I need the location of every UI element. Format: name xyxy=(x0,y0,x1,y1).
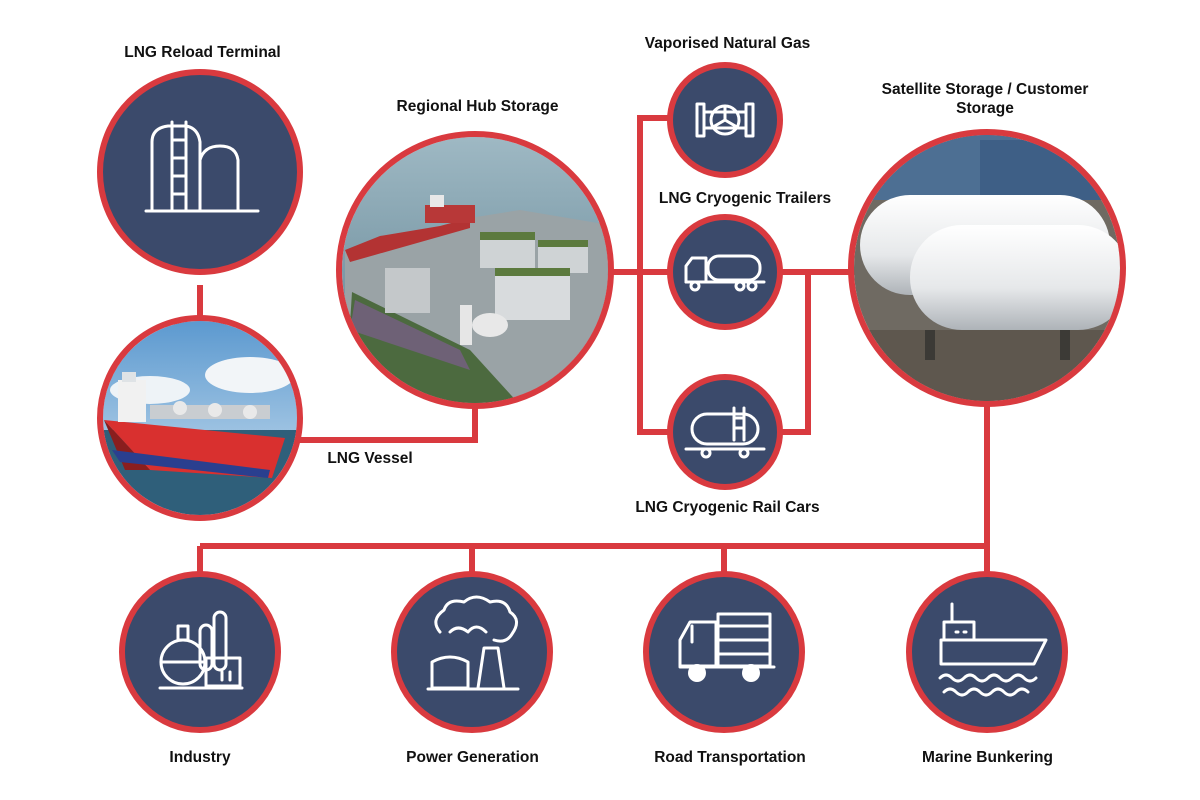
node-lng-vessel xyxy=(97,315,303,521)
label-industry: Industry xyxy=(169,749,231,766)
rail-tank-car-icon xyxy=(684,406,766,459)
node-regional-hub xyxy=(336,131,614,409)
label-vaporised-gas: Vaporised Natural Gas xyxy=(644,35,811,52)
aerial-terminal-photo xyxy=(342,137,608,403)
label-regional-hub: Regional Hub Storage xyxy=(396,98,559,115)
label-satellite-storage-line1: Satellite Storage / Customer xyxy=(881,81,1089,98)
connector-railcars-satellite xyxy=(782,272,811,435)
valve-icon xyxy=(695,102,755,138)
node-satellite-storage xyxy=(848,129,1126,407)
label-rail-cars: LNG Cryogenic Rail Cars xyxy=(635,499,820,516)
label-road-transportation: Road Transportation xyxy=(654,749,806,766)
power-plant-icon xyxy=(426,595,520,691)
tanker-truck-icon xyxy=(684,254,766,292)
node-cryo-trailers xyxy=(667,214,783,330)
node-road-transportation xyxy=(643,571,805,733)
storage-tanks-icon xyxy=(144,120,260,213)
node-vaporised-gas xyxy=(667,62,783,178)
node-marine-bunkering xyxy=(906,571,1068,733)
label-lng-vessel: LNG Vessel xyxy=(327,450,413,467)
truck-wheel-rear xyxy=(742,664,760,682)
node-rail-cars xyxy=(667,374,783,490)
label-reload-terminal: LNG Reload Terminal xyxy=(124,44,281,61)
node-reload-terminal xyxy=(97,69,303,275)
node-power-generation xyxy=(391,571,553,733)
red-lng-ship-photo xyxy=(103,321,297,515)
label-cryo-trailers: LNG Cryogenic Trailers xyxy=(658,190,832,207)
box-truck-icon xyxy=(678,612,776,669)
truck-wheel-front xyxy=(688,664,706,682)
connector-lines xyxy=(197,115,990,575)
label-satellite-storage-line2: Storage xyxy=(956,100,1014,117)
ship-icon xyxy=(938,602,1048,697)
connector-branch-vertical xyxy=(637,115,668,435)
node-industry xyxy=(119,571,281,733)
label-power-generation: Power Generation xyxy=(406,749,539,766)
refinery-icon xyxy=(158,610,244,690)
label-marine-bunkering: Marine Bunkering xyxy=(922,749,1053,766)
connector-vessel-hub xyxy=(296,405,478,443)
